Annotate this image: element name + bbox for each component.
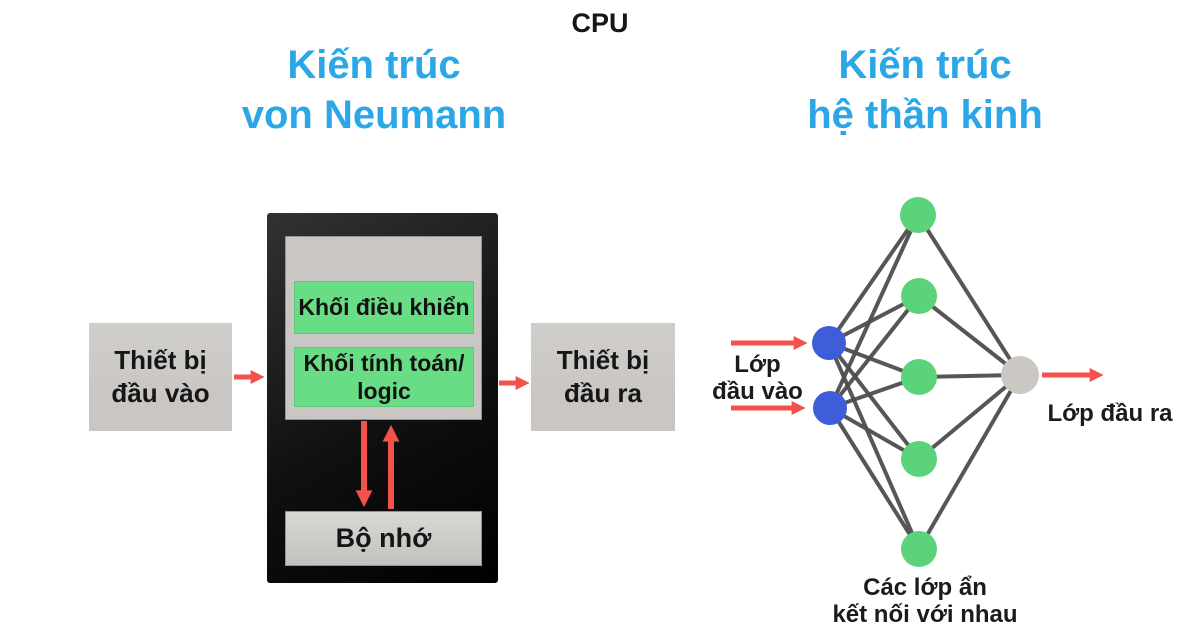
nn-output-node xyxy=(1001,356,1039,394)
nn-connection-line xyxy=(917,373,1022,551)
nn-hidden-node xyxy=(901,531,937,567)
nn-connection-line xyxy=(827,294,921,345)
nn-connection-line xyxy=(827,213,920,345)
nn-connection-line xyxy=(828,406,921,461)
alu-box: Khối tính toán/ logic xyxy=(294,347,474,407)
nn-connection-line xyxy=(828,406,921,551)
memory-box: Bộ nhớ xyxy=(285,511,482,566)
nn-hidden-node xyxy=(900,197,936,233)
nn-connection-line xyxy=(827,341,921,551)
input-device-box: Thiết bị đầu vào xyxy=(89,323,232,431)
nn-connections xyxy=(827,213,1022,551)
nn-connection-line xyxy=(917,373,1022,379)
nn-hidden-node xyxy=(901,359,937,395)
nn-connection-line xyxy=(827,341,921,379)
neural-architecture-title: Kiến trúc hệ thần kinh xyxy=(807,43,1043,137)
cpu-label: CPU xyxy=(571,8,629,38)
nn-connection-line xyxy=(828,213,920,410)
nn-connection-line xyxy=(828,375,921,410)
nn-output-layer-label: Lớp đầu ra xyxy=(1047,400,1173,427)
nn-nodes xyxy=(812,197,1039,567)
von-neumann-title: Kiến trúc von Neumann xyxy=(241,43,507,137)
nn-connection-line xyxy=(827,341,921,461)
nn-connection-line xyxy=(828,294,921,410)
nn-hidden-layers-label: Các lớp ẩn kết nối với nhau xyxy=(832,574,1018,628)
output-device-box: Thiết bị đầu ra xyxy=(531,323,675,431)
nn-connection-line xyxy=(917,294,1022,377)
nn-input-layer-label: Lớp đầu vào xyxy=(712,351,803,405)
nn-connection-line xyxy=(917,373,1022,461)
nn-hidden-node xyxy=(901,278,937,314)
nn-connection-line xyxy=(916,213,1022,377)
control-unit-box: Khối điều khiển xyxy=(294,281,474,334)
nn-hidden-node xyxy=(901,441,937,477)
